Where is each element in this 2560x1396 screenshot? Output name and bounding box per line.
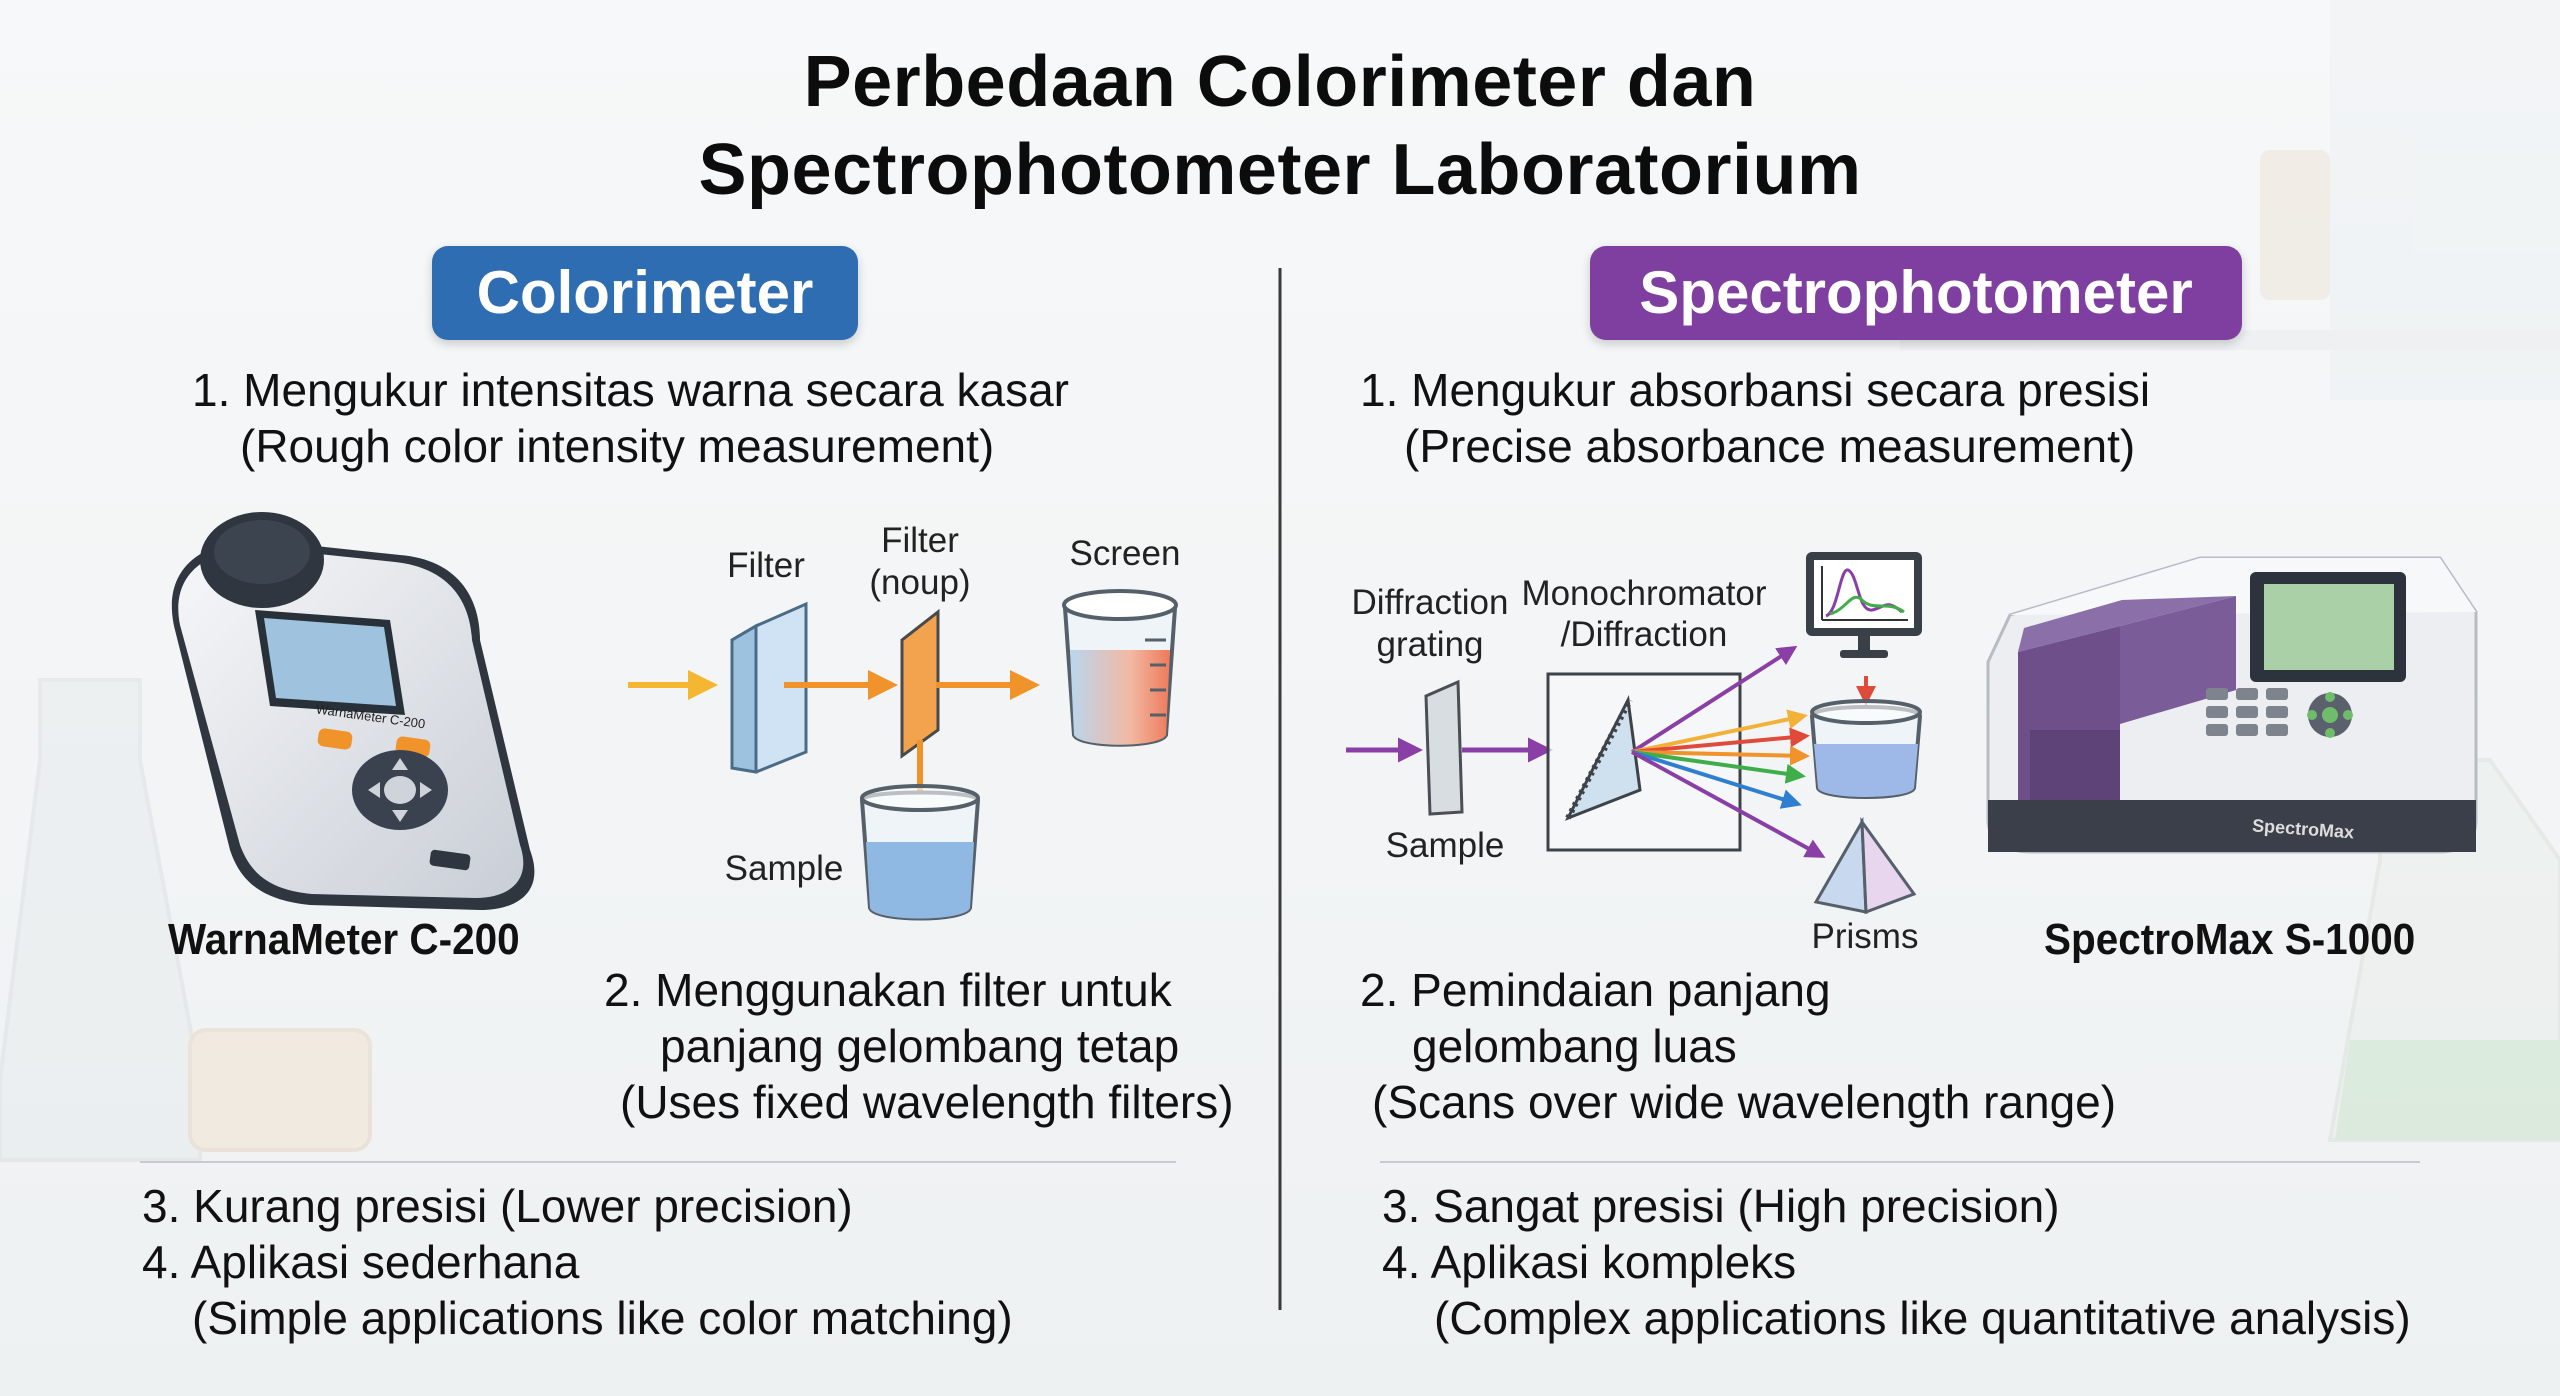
colorimeter-device-name: WarnaMeter C-200 bbox=[168, 915, 520, 964]
spectro-point-1: 1. Mengukur absorbansi secara presisi bbox=[1360, 364, 2151, 416]
sample-beaker bbox=[859, 784, 981, 921]
filter-noup bbox=[900, 608, 940, 759]
colorimeter-point-1-en: (Rough color intensity measurement) bbox=[240, 420, 995, 472]
colorimeter-point-4: 4. Aplikasi sederhana bbox=[142, 1236, 580, 1288]
label-filter: Filter bbox=[727, 546, 805, 585]
colorimeter-point-4-en: (Simple applications like color matching… bbox=[192, 1292, 1013, 1344]
spectro-point-2: 2. Pemindaian panjang bbox=[1360, 964, 1831, 1016]
diffraction-grating bbox=[1424, 679, 1464, 816]
screen-beaker bbox=[1062, 589, 1178, 747]
title-line-1: Perbedaan Colorimeter dan bbox=[803, 42, 1757, 122]
label-monochromator-2: /Diffraction bbox=[1560, 615, 1728, 654]
colorimeter-point-2-en: (Uses fixed wavelength filters) bbox=[620, 1076, 1234, 1128]
label-spectro-sample: Sample bbox=[1385, 826, 1505, 865]
spectro-point-4-en: (Complex applications like quantitative … bbox=[1434, 1292, 2411, 1344]
spectro-device-illustration bbox=[1986, 556, 2478, 854]
colorimeter-heading: Colorimeter bbox=[432, 246, 858, 340]
spectro-point-1-en: (Precise absorbance measurement) bbox=[1404, 420, 2136, 472]
label-sample: Sample bbox=[724, 849, 844, 888]
label-prisms: Prisms bbox=[1811, 917, 1919, 956]
label-monochromator-1: Monochromator bbox=[1521, 574, 1767, 613]
spectro-device-name: SpectroMax S-1000 bbox=[2044, 915, 2416, 964]
colorimeter-optical-diagram bbox=[628, 589, 1178, 921]
label-filter-noup-1: Filter bbox=[881, 521, 959, 560]
label-diffraction-1: Diffraction bbox=[1351, 583, 1509, 622]
spectro-point-2-cont: gelombang luas bbox=[1412, 1020, 1737, 1072]
title-line-2: Spectrophotometer Laboratorium bbox=[698, 130, 1862, 210]
spectro-point-4: 4. Aplikasi kompleks bbox=[1382, 1236, 1797, 1288]
label-screen: Screen bbox=[1069, 534, 1181, 573]
spectro-point-2-en: (Scans over wide wavelength range) bbox=[1372, 1076, 2117, 1128]
spectro-point-3: 3. Sangat presisi (High precision) bbox=[1382, 1180, 2060, 1232]
background-glassware bbox=[0, 150, 2560, 1162]
colorimeter-point-2: 2. Menggunakan filter untuk bbox=[604, 964, 1172, 1016]
prism-icon bbox=[1813, 816, 1917, 915]
spectrophotometer-heading: Spectrophotometer bbox=[1590, 246, 2242, 340]
colorimeter-point-2-cont: panjang gelombang tetap bbox=[660, 1020, 1180, 1072]
colorimeter-point-3: 3. Kurang presisi (Lower precision) bbox=[142, 1180, 853, 1232]
colorimeter-device-illustration bbox=[171, 512, 535, 910]
monitor-icon bbox=[1806, 552, 1922, 658]
label-diffraction-2: grating bbox=[1376, 625, 1484, 664]
spectro-sample-beaker bbox=[1809, 699, 1923, 799]
spectro-optical-diagram bbox=[1346, 552, 1923, 915]
label-filter-noup-2: (noup) bbox=[869, 563, 971, 602]
colorimeter-point-1: 1. Mengukur intensitas warna secara kasa… bbox=[192, 364, 1069, 416]
